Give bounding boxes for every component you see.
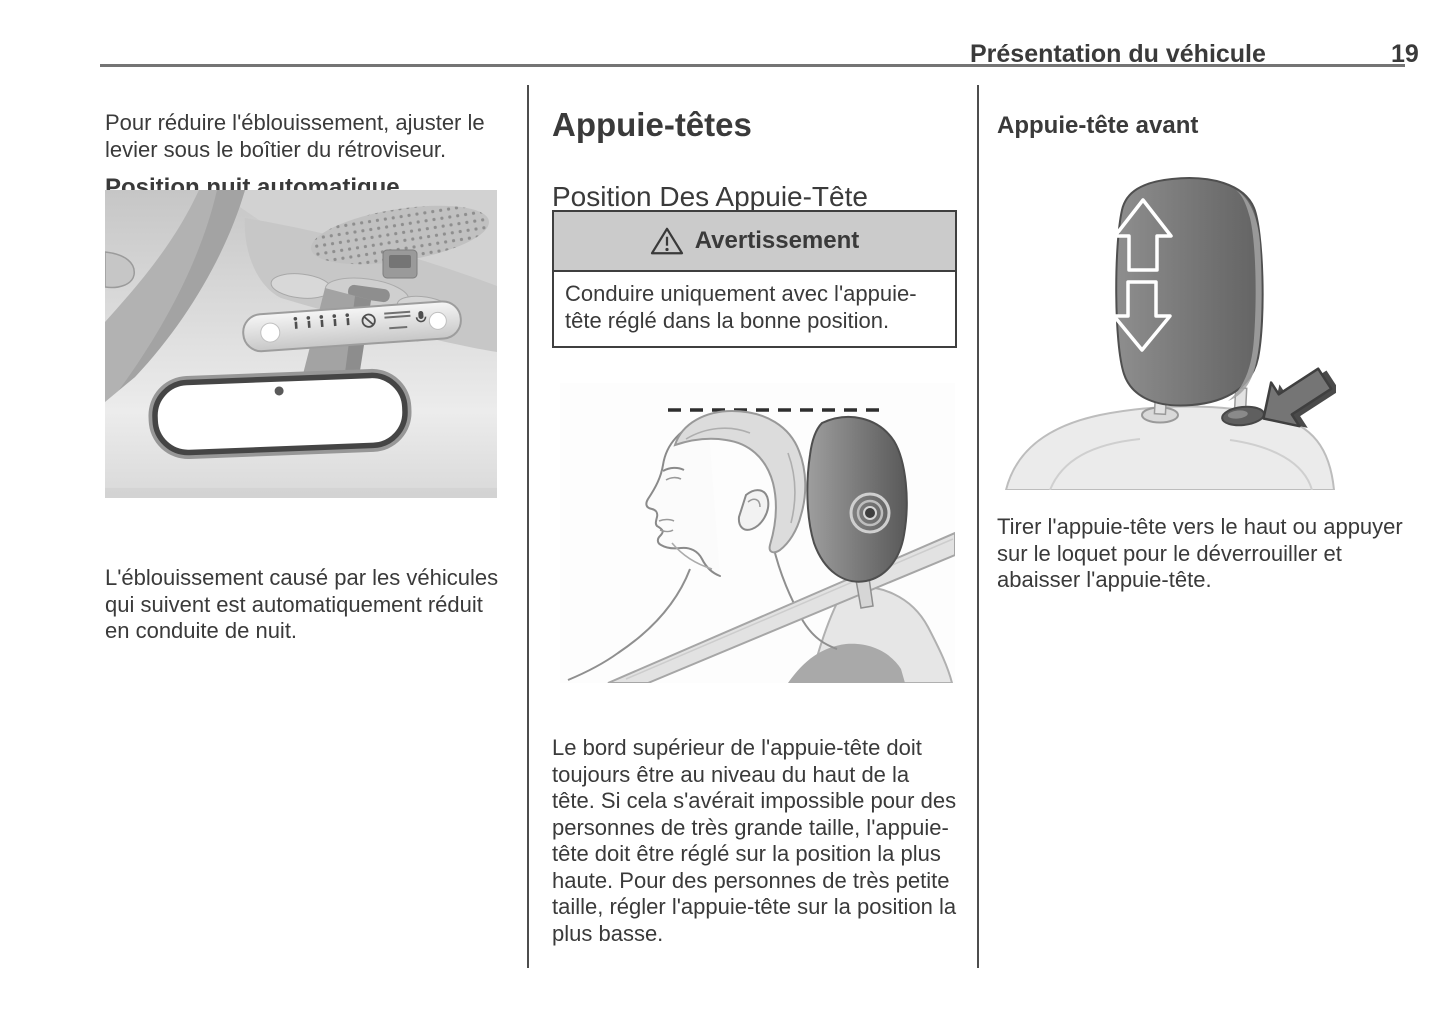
strip-button-icons xyxy=(293,310,427,330)
page-header-title: Présentation du véhicule xyxy=(970,40,1266,68)
mirror-control-strip xyxy=(242,300,462,353)
middle-body-paragraph: Le bord supérieur de l'appuie-tête doit … xyxy=(552,735,957,946)
header-rule xyxy=(100,64,1405,67)
left-body-paragraph: L'éblouissement causé par les véhicules … xyxy=(105,565,499,643)
page-number: 19 xyxy=(1391,40,1419,68)
eye xyxy=(665,476,682,481)
column-divider-right xyxy=(977,85,979,968)
left-intro-paragraph: Pour réduire l'éblouissement, ajuster le… xyxy=(105,110,485,162)
ear xyxy=(737,489,770,531)
jaw-line xyxy=(671,542,713,570)
hair xyxy=(673,409,807,554)
headrest-position-figure xyxy=(560,383,955,683)
strip-lamp-left xyxy=(260,322,281,343)
grab-handle xyxy=(105,251,135,289)
warning-box: Avertissement Conduire uniquement avec l… xyxy=(552,210,957,348)
chest-outline xyxy=(567,568,691,681)
strip-lamp-right xyxy=(428,311,447,330)
latch-pointer-arrow-icon xyxy=(1262,367,1336,428)
rearview-mirror-figure xyxy=(105,190,497,498)
warning-body: Conduire uniquement avec l'appuie-tête r… xyxy=(565,281,917,333)
right-heading: Appuie-tête avant xyxy=(997,112,1199,139)
seat-bolster xyxy=(788,643,905,683)
headrest xyxy=(1115,177,1264,407)
mirror-glass xyxy=(148,368,412,459)
front-headrest-figure xyxy=(1000,148,1336,490)
face-profile xyxy=(645,418,721,577)
mirror-sensor-dot xyxy=(274,386,284,396)
section-title: Appuie-têtes xyxy=(552,106,752,144)
eyebrow xyxy=(662,466,685,472)
seat-top xyxy=(1004,405,1336,490)
section-subtitle: Position Des Appuie-Tête xyxy=(552,181,868,213)
warning-triangle-icon xyxy=(650,227,683,255)
warning-box-header: Avertissement xyxy=(554,212,955,272)
warning-title: Avertissement xyxy=(694,227,860,254)
down-arrow-icon xyxy=(1112,280,1172,352)
lips xyxy=(658,518,675,533)
right-body-paragraph: Tirer l'appuie-tête vers le haut ou appu… xyxy=(997,514,1403,592)
headrest-release-button xyxy=(863,506,877,520)
speaker-grille xyxy=(311,205,489,265)
up-arrow-icon xyxy=(1113,198,1173,272)
column-divider-left xyxy=(527,85,529,968)
